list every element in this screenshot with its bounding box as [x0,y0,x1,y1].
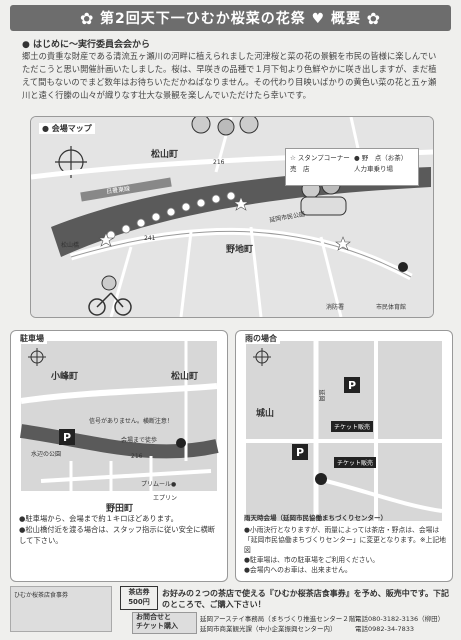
ticket-info: ひむか桜茶店食事券 茶店券 500円 お好みの２つの茶店で使える『ひむか桜茶店食… [10,586,451,634]
parking-map: 駐車場 P 小峰町 松山町 野田町 信号がありません。横断注意！ 会場まで徒歩 … [10,330,228,582]
gym-label: 市民体育館 [376,304,407,311]
compass-icon [253,348,271,366]
ticket-image: ひむか桜茶店食事券 [10,586,112,632]
compass-icon [28,348,46,366]
mascot-group-top [191,117,259,136]
ticket-price: 茶店券 500円 [120,586,158,610]
purimall-label: プリムール● [141,481,177,488]
route-241-label: 241 [144,235,156,242]
flower-icon: ✿ [80,9,95,28]
rain-p-icon: P [344,377,360,393]
cyclist-icon [88,275,132,316]
tel-1: 電話080-3182-3136（柳田） [355,615,445,623]
legend-shop: 売 店 [290,165,310,173]
parking-p-icon: P [59,429,75,445]
venue-map-label: ● 会場マップ [39,123,95,134]
tel-2: 電話0982-34-7833 [355,625,415,633]
rain-map: 雨の場合 城山 P P チケット販売 チケット販売 延岡 雨天時会場（延岡市民協… [235,330,453,582]
signal-warning: 信号がありません。横断注意！ [89,418,173,425]
ticket-sale-label-2: チケット販売 [334,457,377,468]
matsuyama-label: 松山町 [151,150,179,160]
kosagi-label: 小峰町 [51,372,79,382]
nodacho-label: 野田町 [106,504,134,514]
matsuyama-label: 松山町 [171,372,199,382]
rain-notes: ●小雨決行となりますが、雨量によっては茶店・野点は、会場は「延岡市民協働まちづく… [244,526,446,574]
walk-label: 会場まで徒歩 [121,437,158,444]
flower-icon: ✿ [366,9,381,28]
matsuyama-bridge-label: 松山橋 [61,242,80,249]
legend-stall: ● 野 点（お茶） [354,154,408,162]
parking-notes: ●駐車場から、会場まで約１キロほどあります。 ●松山橋付近を渡る場合は、スタッフ… [19,514,216,545]
route-216-label: 216 [213,159,225,166]
firehouse-label: 消防署 [326,304,345,311]
contact-1: 延岡アーステイ事務局（まちづくり推進センター２階） [200,615,362,623]
park-label: 水辺の公園 [31,451,62,458]
intro-heading: ● はじめに〜実行委員会会から [22,40,150,50]
route-216-label: 216 [131,453,143,460]
nojiri-label: 野地町 [226,245,254,255]
title-banner: ✿ 第2回天下一ひむか桜菜の花祭 ♥ 概要 ✿ [10,5,451,31]
epuron-label: エプリン [153,495,178,502]
rain-venue-label: 雨天時会場（延岡市民協働まちづくりセンター） [244,514,387,522]
ticket-sale-label-1: チケット販売 [331,421,374,432]
page-title: 第2回天下一ひむか桜菜の花祭 ♥ 概要 [99,11,362,27]
nobeoka-label: 延岡 [317,389,325,402]
rain-p-icon-2: P [292,444,308,460]
parking-map-graphic [20,341,219,531]
promo-text: お好みの２つの茶店で使える『ひむか桜茶店食事券』を予め、販売中です。下記のところ… [162,589,449,609]
legend-stamp: ☆ スタンプコーナー [290,154,350,162]
contact-2: 延岡市商業観光課（中小企業振興センター内） [200,625,337,633]
intro-text: 郷土の貴重な財産である清流五ヶ瀬川の河畔に植えられました河津桜と菜の花の景観を市… [22,51,437,100]
ticket-title: ひむか桜茶店食事券 [14,592,69,599]
parking-label: 駐車場 [17,333,47,344]
venue-map-graphic [31,117,433,317]
venue-map: ● 会場マップ 松山町 野地町 216 241 日豊東線 松山橋 消防署 市民体… [30,116,434,318]
castle-label: 城山 [256,409,275,419]
legend-rickshaw: 人力車乗り場 [354,165,393,173]
rain-label: 雨の場合 [242,333,280,344]
contact-label: お問合せと チケット購入 [132,612,197,634]
map-legend: ☆ スタンプコーナー ● 野 点（お茶） 売 店 人力車乗り場 [285,148,419,186]
